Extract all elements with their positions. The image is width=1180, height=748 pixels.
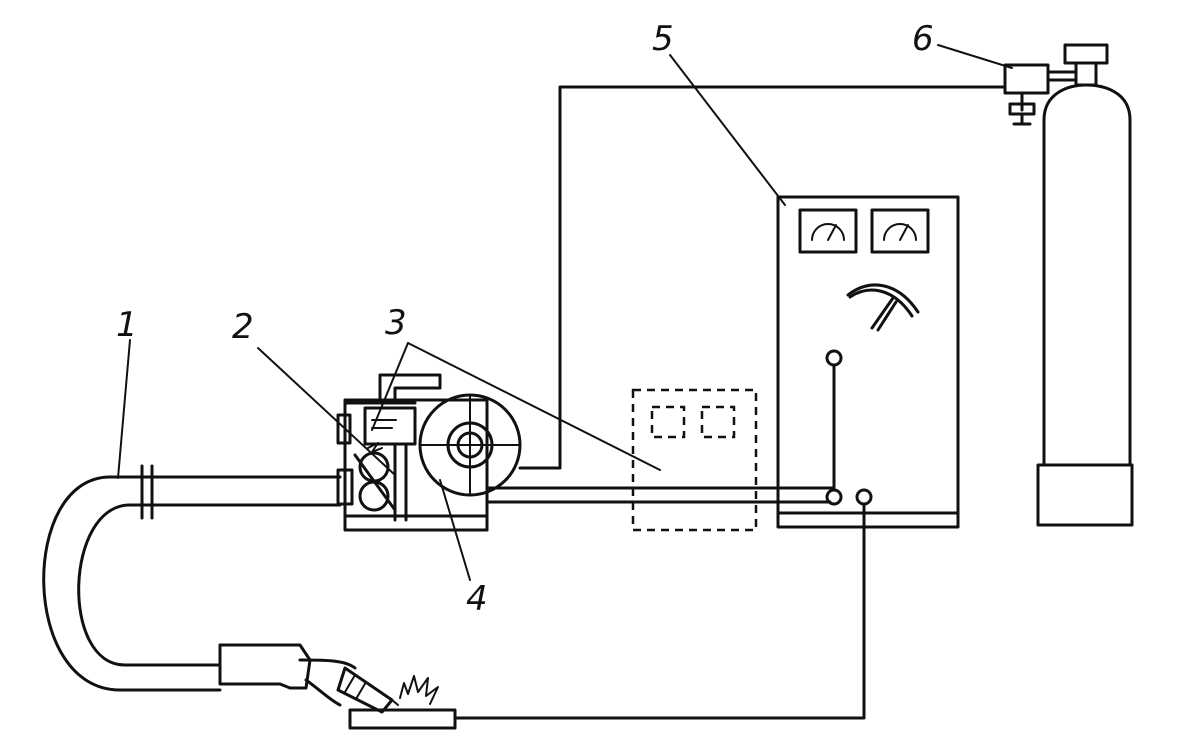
label-2: 2 [232, 307, 254, 347]
label-1: 1 [116, 305, 138, 345]
leader-lines [117, 44, 1013, 581]
label-6: 6 [912, 19, 934, 59]
label-3: 3 [385, 303, 407, 343]
power-source [773, 195, 960, 529]
label-5: 5 [652, 19, 674, 59]
gas-reducer [1003, 63, 1050, 126]
ground-cable [453, 502, 866, 720]
arc-sparks [399, 675, 439, 705]
gas-line [518, 85, 1007, 470]
welding-torch [218, 643, 399, 714]
control-unit [631, 388, 758, 532]
gas-cylinder [1036, 43, 1134, 527]
label-4: 4 [466, 579, 488, 619]
wire-feeder [150, 373, 832, 532]
welding-hose [42, 464, 222, 692]
workpiece [348, 708, 457, 730]
